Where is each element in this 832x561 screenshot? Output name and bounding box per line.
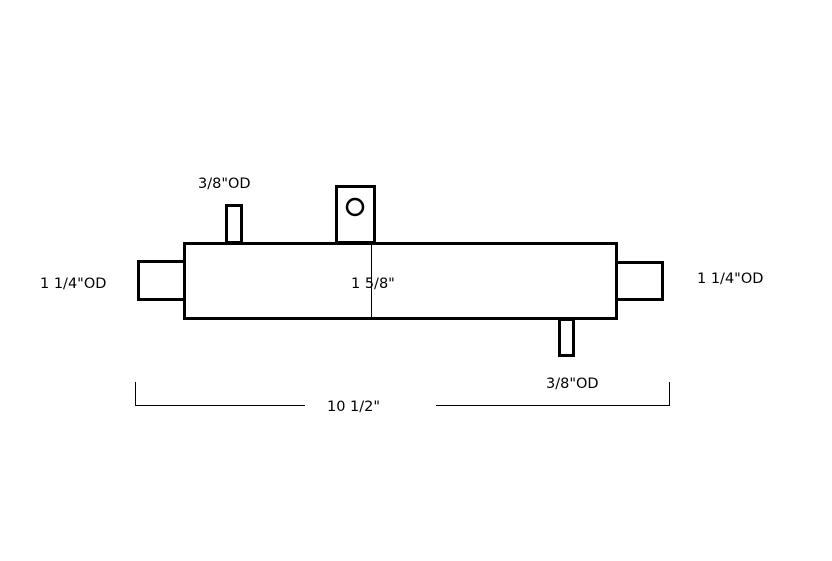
- length-dimension: [135, 382, 670, 406]
- right-pipe: [615, 261, 664, 301]
- bottom-tube: [558, 318, 575, 357]
- top-tube: [225, 204, 243, 244]
- body-diameter-label: 1 5/8": [351, 276, 395, 292]
- bottom-tube-label: 3/8"OD: [546, 376, 599, 392]
- main-body: [183, 242, 618, 320]
- right-pipe-label: 1 1/4"OD: [697, 271, 763, 287]
- left-pipe: [137, 260, 186, 301]
- mounting-hole: [345, 197, 365, 217]
- left-pipe-label: 1 1/4"OD: [40, 276, 106, 292]
- top-tube-label: 3/8"OD: [198, 176, 251, 192]
- overall-length-label: 10 1/2": [327, 399, 380, 415]
